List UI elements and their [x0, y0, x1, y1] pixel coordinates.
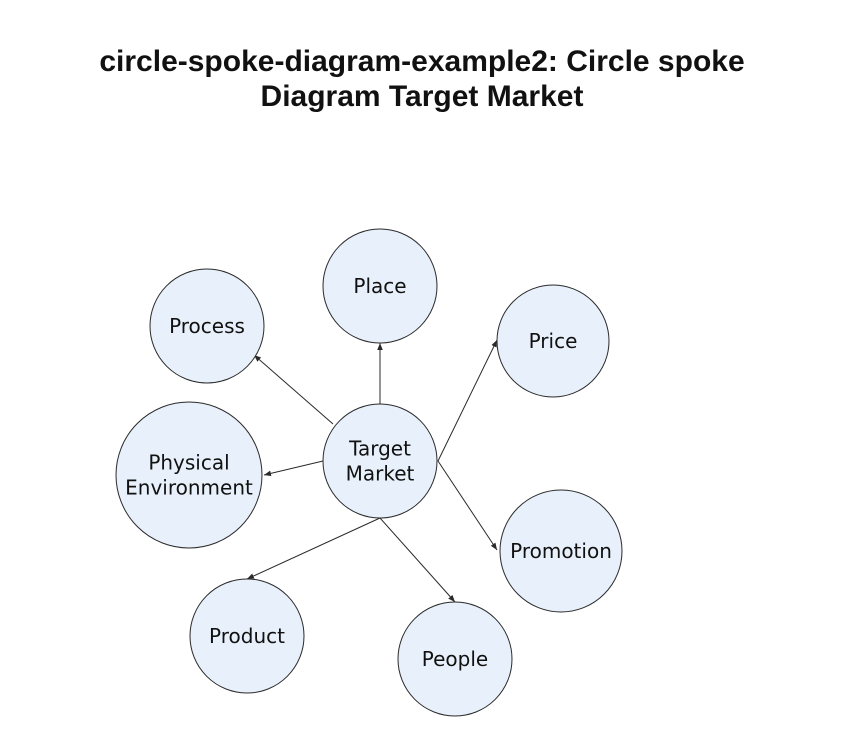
connector-people: [379, 517, 456, 603]
product-circle: [189, 578, 305, 694]
center-label-line-2: Market: [346, 462, 415, 486]
process-label-line-1: Process: [169, 314, 245, 338]
connector-promotion: [437, 460, 498, 551]
node-product: Product: [189, 578, 305, 694]
people-label-line-1: People: [422, 647, 488, 671]
center-label-line-1: Target: [348, 437, 411, 461]
connector-price: [437, 339, 498, 462]
place-label-line-1: Place: [353, 274, 406, 298]
diagram-title-line-1: circle-spoke-diagram-example2: Circle sp…: [99, 45, 745, 78]
physical-environment-circle: [115, 401, 263, 549]
product-label-line-1: Product: [209, 624, 285, 648]
promotion-label-line-1: Promotion: [510, 539, 612, 563]
spoke-connectors: [246, 339, 498, 603]
process-circle: [149, 268, 265, 384]
node-place: Place: [322, 228, 438, 344]
diagram-title-line-2: Diagram Target Market: [260, 80, 584, 113]
node-price: Price: [496, 284, 610, 398]
price-circle: [496, 284, 610, 398]
connector-product: [246, 517, 381, 580]
connector-process: [253, 354, 334, 425]
place-circle: [322, 228, 438, 344]
people-circle: [397, 601, 513, 717]
physical-environment-label-line-1: Physical: [148, 451, 229, 475]
connector-physical-environment: [263, 460, 324, 477]
node-people: People: [397, 601, 513, 717]
node-process: Process: [149, 268, 265, 384]
center-circle: [322, 403, 438, 519]
diagram-title: circle-spoke-diagram-example2: Circle sp…: [0, 44, 844, 114]
physical-environment-label-line-2: Environment: [125, 476, 253, 500]
node-promotion: Promotion: [499, 489, 623, 613]
price-label-line-1: Price: [529, 329, 578, 353]
promotion-circle: [499, 489, 623, 613]
